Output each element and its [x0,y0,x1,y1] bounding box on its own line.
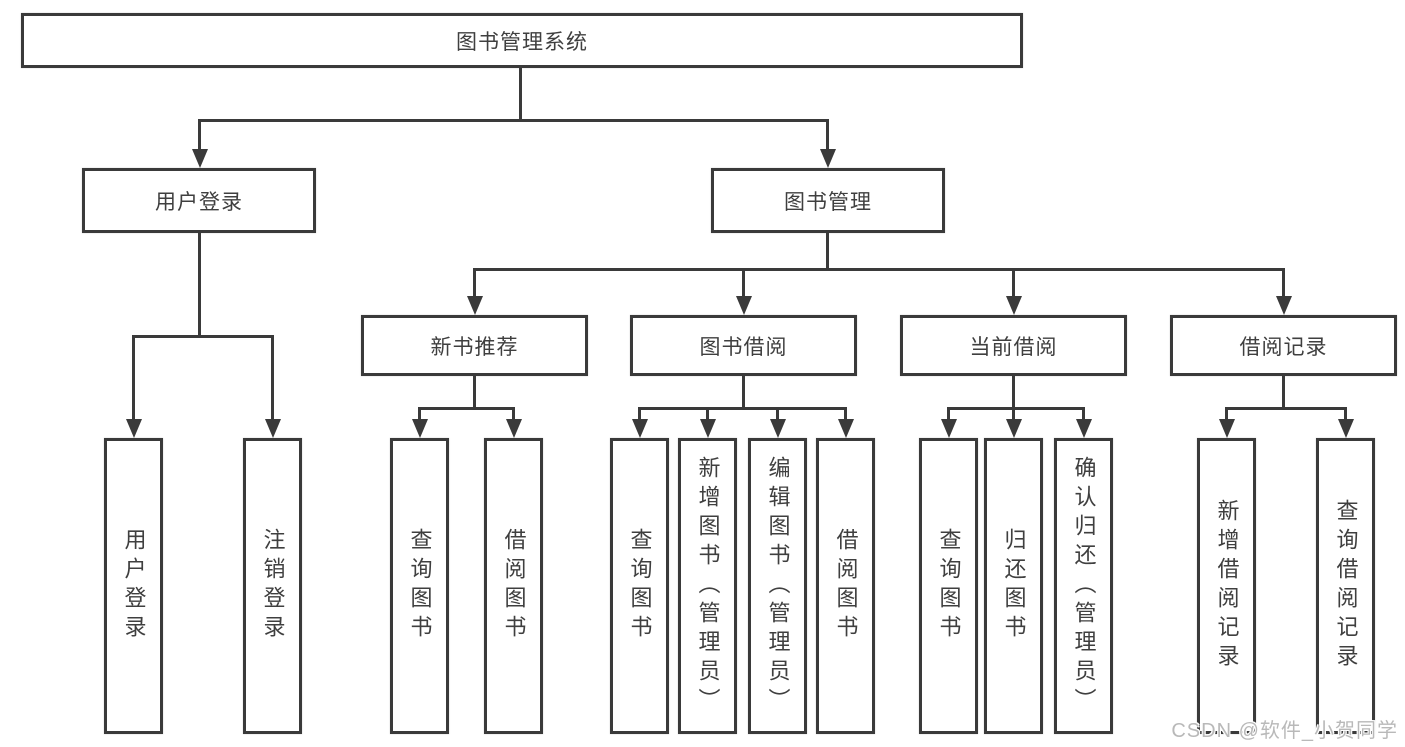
leaf-label: 借阅图书 [501,528,527,644]
arrow-down-icon [412,419,428,438]
node-label: 图书借阅 [699,335,788,359]
connector-line [1282,268,1285,296]
connector-line [271,335,274,419]
connector-line [1344,407,1347,419]
arrow-down-icon [736,296,752,315]
connector-line [947,407,950,419]
leaf-confirm-return-admin: 确认归还（管理员） [1054,438,1113,734]
connector-line [132,335,135,419]
connector-line [826,233,829,271]
node-book-management: 图书管理 [711,168,945,233]
arrow-down-icon [770,419,786,438]
connector-line [638,407,641,419]
arrow-down-icon [467,296,483,315]
connector-line [473,268,1285,271]
node-book-borrowing: 图书借阅 [630,315,857,376]
leaf-label: 借阅图书 [833,528,859,644]
connector-line [1012,268,1015,296]
connector-line [519,68,522,122]
node-label: 图书管理 [784,190,872,214]
connector-line [826,119,829,149]
leaf-label: 查询图书 [627,528,653,644]
leaf-label: 查询图书 [936,528,962,644]
connector-line [947,407,1085,410]
leaf-query-books-2: 查询图书 [610,438,669,734]
leaf-label: 用户登录 [121,528,147,644]
connector-line [512,407,515,419]
connector-line [844,407,847,419]
arrow-down-icon [1006,296,1022,315]
arrow-down-icon [838,419,854,438]
arrow-down-icon [941,419,957,438]
arrow-down-icon [506,419,522,438]
node-new-book-recommendation: 新书推荐 [361,315,588,376]
leaf-add-books-admin: 新增图书（管理员） [678,438,737,734]
leaf-edit-books-admin: 编辑图书（管理员） [748,438,807,734]
connector-line [776,407,779,419]
node-label: 用户登录 [155,190,243,214]
connector-line [638,407,847,410]
leaf-label: 新增图书（管理员） [695,455,721,717]
leaf-query-books: 查询图书 [390,438,449,734]
connector-line [1282,376,1285,410]
arrow-down-icon [265,419,281,438]
leaf-label: 查询图书 [407,528,433,644]
node-user-login: 用户登录 [82,168,316,233]
connector-line [198,233,201,338]
leaf-logout: 注销登录 [243,438,302,734]
leaf-label: 查询借阅记录 [1333,499,1359,673]
arrow-down-icon [820,149,836,168]
connector-line [418,407,515,410]
arrow-down-icon [1006,419,1022,438]
leaf-label: 归还图书 [1001,528,1027,644]
connector-line [1225,407,1347,410]
arrow-down-icon [1076,419,1092,438]
node-borrowing-records: 借阅记录 [1170,315,1397,376]
connector-line [1012,407,1015,419]
leaf-user-login: 用户登录 [104,438,163,734]
connector-line [198,119,201,149]
leaf-query-books-3: 查询图书 [919,438,978,734]
arrow-down-icon [1338,419,1354,438]
node-label: 新书推荐 [430,335,519,359]
node-current-borrowing: 当前借阅 [900,315,1127,376]
connector-line [1012,376,1015,410]
connector-line [1082,407,1085,419]
connector-line [198,119,829,122]
leaf-borrow-books: 借阅图书 [484,438,543,734]
connector-line [1225,407,1228,419]
leaf-borrow-books-2: 借阅图书 [816,438,875,734]
leaf-label: 注销登录 [260,528,286,644]
connector-line [473,268,476,296]
node-label: 借阅记录 [1239,335,1328,359]
leaf-return-books: 归还图书 [984,438,1043,734]
connector-line [742,376,745,410]
arrow-down-icon [192,149,208,168]
connector-line [473,376,476,410]
connector-line [132,335,274,338]
connector-line [706,407,709,419]
leaf-label: 新增借阅记录 [1214,499,1240,673]
leaf-add-borrowing-record: 新增借阅记录 [1197,438,1256,734]
node-label: 当前借阅 [969,335,1058,359]
arrow-down-icon [1219,419,1235,438]
node-library-management-system: 图书管理系统 [21,13,1023,68]
node-label: 图书管理系统 [456,30,588,54]
connector-line [418,407,421,419]
arrow-down-icon [700,419,716,438]
arrow-down-icon [1276,296,1292,315]
arrow-down-icon [632,419,648,438]
leaf-query-borrowing-record: 查询借阅记录 [1316,438,1375,734]
leaf-label: 确认归还（管理员） [1071,455,1097,717]
arrow-down-icon [126,419,142,438]
leaf-label: 编辑图书（管理员） [765,455,791,717]
connector-line [742,268,745,296]
